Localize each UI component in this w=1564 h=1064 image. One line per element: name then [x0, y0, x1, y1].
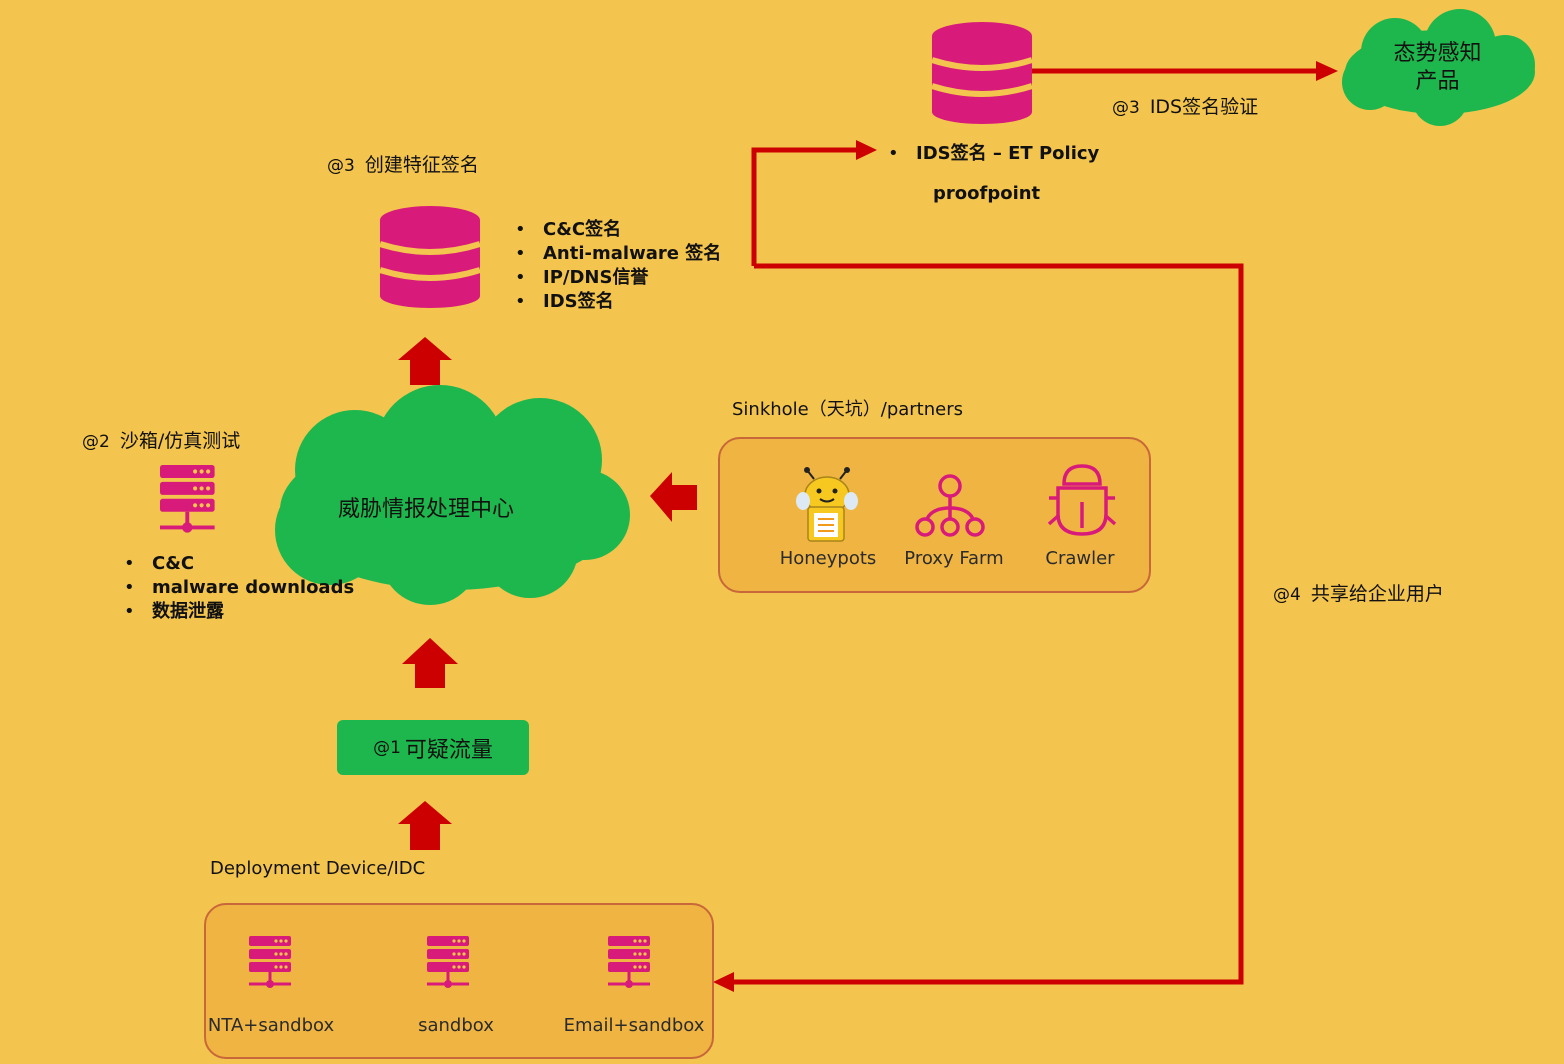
arrow-line-share [732, 263, 1244, 985]
create-signature-text: 创建特征签名 [364, 154, 479, 176]
left-arrow-to-cloud [650, 472, 697, 522]
sandbox-test-tag: @2 [82, 432, 110, 452]
create-signature-label: @3 创建特征签名 [327, 150, 479, 177]
top-right-cloud [1342, 9, 1535, 126]
share-label: @4 共享给企业用户 [1273, 579, 1444, 606]
deployment-item-label: sandbox [418, 1015, 494, 1036]
sandbox-item: 数据泄露 [124, 600, 354, 624]
deployment-title: Deployment Device/IDC [210, 858, 426, 879]
create-signature-tag: @3 [327, 156, 355, 176]
ids-list: IDS签名 – ET Policy [888, 142, 1099, 166]
sinkhole-item-label: Crawler [1045, 548, 1115, 569]
ids-item: IDS签名 – ET Policy [888, 142, 1099, 166]
signature-database-icon [380, 206, 480, 308]
bug-icon [1047, 464, 1117, 536]
deployment-item-label: NTA+sandbox [207, 1015, 335, 1036]
sandbox-list: C&C malware downloads 数据泄露 [124, 552, 354, 624]
ids-verify-tag: @3 [1112, 98, 1140, 118]
share-tag: @4 [1273, 585, 1301, 605]
awareness-line1: 态势感知 [1393, 41, 1482, 66]
suspicious-traffic-text: 可疑流量 [404, 737, 493, 763]
suspicious-traffic-tag: @1 [373, 737, 401, 758]
arrowhead-to-ids [856, 140, 877, 160]
sandbox-server-icon [158, 463, 217, 535]
arrow-line-to-ids [751, 147, 858, 266]
server-icon [607, 935, 651, 989]
center-cloud-label: 威胁情报处理中心 [338, 497, 515, 522]
server-icon [248, 935, 292, 989]
bee-honeypot-icon [796, 467, 858, 542]
server-icon [426, 935, 470, 989]
arrowhead-share [713, 972, 734, 992]
signature-item: Anti-malware 签名 [515, 242, 721, 266]
sandbox-item: C&C [124, 552, 354, 576]
deployment-item-label: Email+sandbox [563, 1015, 705, 1036]
sandbox-test-label: @2 沙箱/仿真测试 [82, 426, 240, 453]
awareness-cloud-label: 态势感知 产品 [1385, 40, 1490, 96]
ids-database-icon [932, 22, 1032, 124]
ids-verify-text: IDS签名验证 [1149, 96, 1259, 118]
signature-item: C&C签名 [515, 218, 721, 242]
sinkhole-item-label: Proxy Farm [904, 548, 1004, 569]
signature-list: C&C签名 Anti-malware 签名 IP/DNS信誉 IDS签名 [515, 218, 721, 314]
share-text: 共享给企业用户 [1310, 583, 1444, 605]
sandbox-item: malware downloads [124, 576, 354, 600]
arrowhead-to-awareness [1316, 61, 1338, 81]
center-cloud [275, 385, 630, 605]
network-tree-icon [915, 474, 985, 537]
sinkhole-item-label: Honeypots [779, 548, 877, 569]
ids-verify-label: @3 IDS签名验证 [1112, 92, 1258, 119]
up-arrow-to-cloud [402, 638, 458, 688]
ids-vendor: proofpoint [933, 183, 1041, 204]
signature-item: IP/DNS信誉 [515, 266, 721, 290]
sinkhole-panel [718, 437, 1151, 593]
signature-item: IDS签名 [515, 290, 721, 314]
up-arrow-to-database [398, 337, 452, 385]
sinkhole-title: Sinkhole（天坑）/partners [732, 399, 963, 420]
awareness-line2: 产品 [1415, 69, 1460, 94]
sandbox-test-text: 沙箱/仿真测试 [119, 430, 241, 452]
up-arrow-to-traffic [398, 801, 452, 850]
